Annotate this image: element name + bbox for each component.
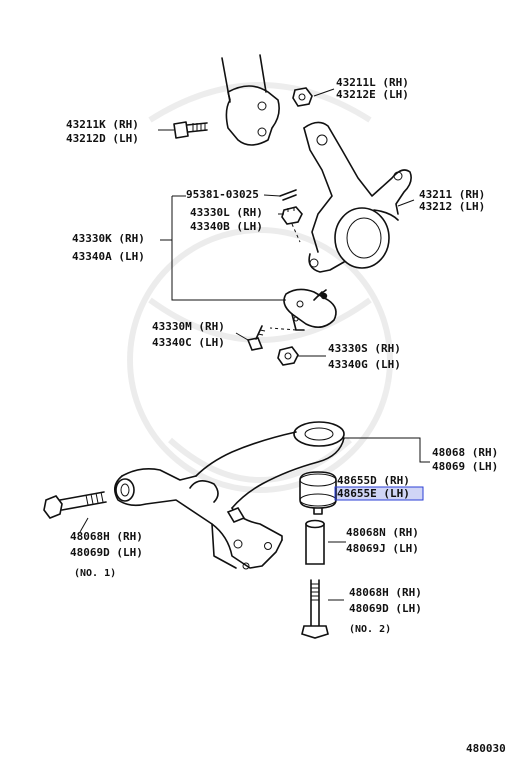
bolt-43330m[interactable] — [246, 325, 266, 351]
label-43212d[interactable]: 43212D (LH) — [66, 132, 139, 145]
ball-joint-43330k[interactable] — [269, 288, 337, 331]
label-48069d-no2[interactable]: 48069D (LH) — [349, 602, 422, 615]
bolt-43211k[interactable] — [173, 121, 208, 139]
part-labels: 43211L (RH) 43212E (LH) 43211K (RH) 4321… — [66, 76, 506, 755]
label-48068h-no1[interactable]: 48068H (RH) — [70, 530, 143, 543]
lower-control-arm[interactable] — [114, 421, 345, 570]
label-48068[interactable]: 48068 (RH) — [432, 446, 498, 459]
label-43330k[interactable]: 43330K (RH) — [72, 232, 145, 245]
label-48069[interactable]: 48069 (LH) — [432, 460, 498, 473]
diagram-code: 480030 — [466, 742, 506, 755]
label-43330m[interactable]: 43330M (RH) — [152, 320, 225, 333]
castle-nut-43330l[interactable] — [281, 206, 303, 243]
label-43340b[interactable]: 43340B (LH) — [190, 220, 263, 233]
label-43211l[interactable]: 43211L (RH) — [336, 76, 409, 89]
label-43340g[interactable]: 43340G (LH) — [328, 358, 401, 371]
note-no2: (NO. 2) — [349, 624, 391, 635]
label-43212[interactable]: 43212 (LH) — [419, 200, 485, 213]
bolt-48068h-no2[interactable] — [301, 579, 329, 639]
label-43330l[interactable]: 43330L (RH) — [190, 206, 263, 219]
label-95381-03025[interactable]: 95381-03025 — [186, 188, 259, 201]
nut-43211l[interactable] — [292, 87, 313, 107]
label-43330s[interactable]: 43330S (RH) — [328, 342, 401, 355]
cotter-pin-95381[interactable] — [279, 189, 297, 201]
label-48655d[interactable]: 48655D (RH) — [337, 474, 410, 487]
highlight-48655e — [334, 486, 424, 501]
label-43340a[interactable]: 43340A (LH) — [72, 250, 145, 263]
label-48068h-no2[interactable]: 48068H (RH) — [349, 586, 422, 599]
label-43340c[interactable]: 43340C (LH) — [152, 336, 225, 349]
watermark-emblem — [127, 82, 393, 493]
nut-43330s[interactable] — [277, 346, 299, 366]
label-48069d-no1[interactable]: 48069D (LH) — [70, 546, 143, 559]
strut-bracket[interactable] — [221, 54, 280, 146]
label-43211[interactable]: 43211 (RH) — [419, 188, 485, 201]
bushing-48655d[interactable] — [299, 471, 337, 515]
note-no1: (NO. 1) — [74, 568, 116, 579]
steering-knuckle[interactable] — [303, 121, 412, 273]
bolt-48068h-no1[interactable] — [43, 491, 107, 519]
collar-48068n[interactable] — [305, 519, 325, 565]
label-48655e[interactable]: 48655E (LH) — [337, 487, 410, 500]
label-48068n[interactable]: 48068N (RH) — [346, 526, 419, 539]
leader-lines — [79, 88, 430, 601]
label-43211k[interactable]: 43211K (RH) — [66, 118, 139, 131]
label-48069j[interactable]: 48069J (LH) — [346, 542, 419, 555]
label-43212e[interactable]: 43212E (LH) — [336, 88, 409, 101]
